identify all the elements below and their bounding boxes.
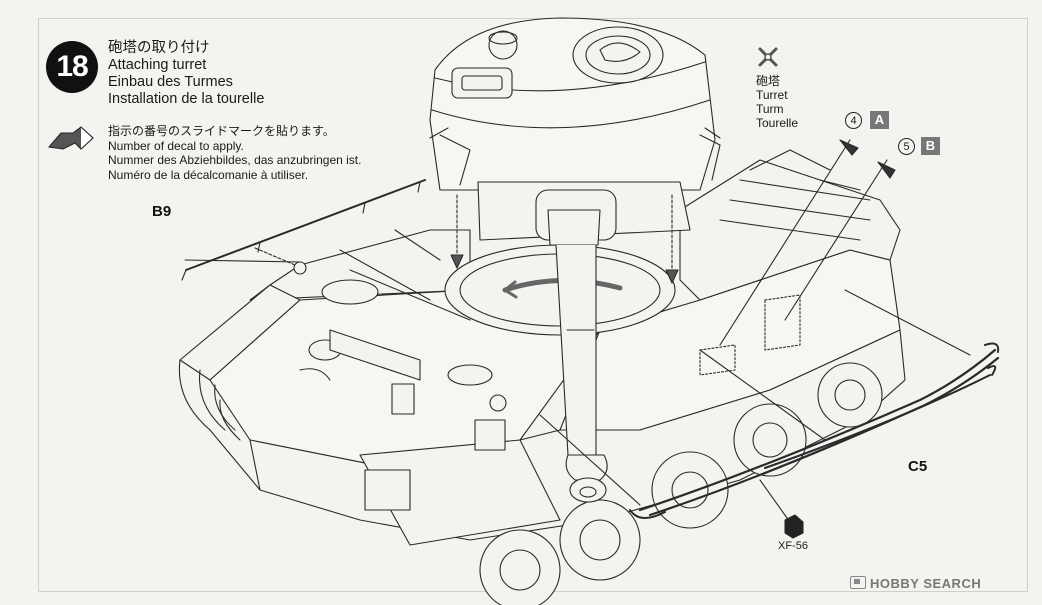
watermark-logo-icon: [850, 576, 866, 589]
turret-label-en: Turret: [756, 88, 788, 102]
decal-note: 指示の番号のスライドマークを貼ります。 Number of decal to a…: [108, 124, 361, 182]
step-number-badge: 18: [46, 41, 98, 93]
turret-label-de: Turm: [756, 102, 784, 116]
part-b9-drawing: [181, 179, 426, 281]
decal-4-letter: A: [870, 111, 889, 129]
title-ja: 砲塔の取り付け: [108, 40, 210, 56]
deck-tools-drawing: [299, 149, 861, 412]
part-c5-drawing: [539, 289, 1000, 519]
part-c5-label: C5: [908, 458, 928, 475]
assembly-cross-icon: [758, 47, 778, 67]
watermark-text: HOBBY SEARCH: [870, 576, 982, 591]
decal-4-number: 4: [845, 112, 862, 129]
paint-callout-drawing: [759, 479, 804, 539]
decal-arrow-icon: [48, 126, 94, 150]
decal-5-letter: B: [921, 137, 940, 155]
decal-note-fr: Numéro de la décalcomanie à utiliser.: [108, 167, 309, 182]
part-b9-label: B9: [152, 203, 172, 220]
watermark: HOBBY SEARCH: [850, 576, 981, 591]
gun-barrel-drawing: [547, 209, 608, 503]
decal-5-number: 5: [898, 138, 915, 155]
turret-label-ja: 砲塔: [756, 74, 781, 88]
title-en: Attaching turret: [108, 57, 207, 73]
step-titles: 砲塔の取り付け Attaching turret Einbau des Turm…: [108, 40, 264, 108]
decal-note-en: Number of decal to apply.: [108, 138, 244, 153]
title-de: Einbau des Turmes: [108, 74, 233, 90]
paint-code-label: XF-56: [778, 540, 808, 552]
decal-note-ja: 指示の番号のスライドマークを貼ります。: [108, 124, 335, 138]
turret-label-fr: Tourelle: [756, 116, 799, 130]
title-fr: Installation de la tourelle: [108, 91, 265, 107]
hull-drawing: [179, 159, 906, 546]
turret-label: 砲塔 Turret Turm Tourelle: [756, 74, 798, 130]
decal-note-de: Nummer des Abziehbildes, das anzubringen…: [108, 153, 362, 167]
decal-leader-lines: [719, 139, 896, 346]
